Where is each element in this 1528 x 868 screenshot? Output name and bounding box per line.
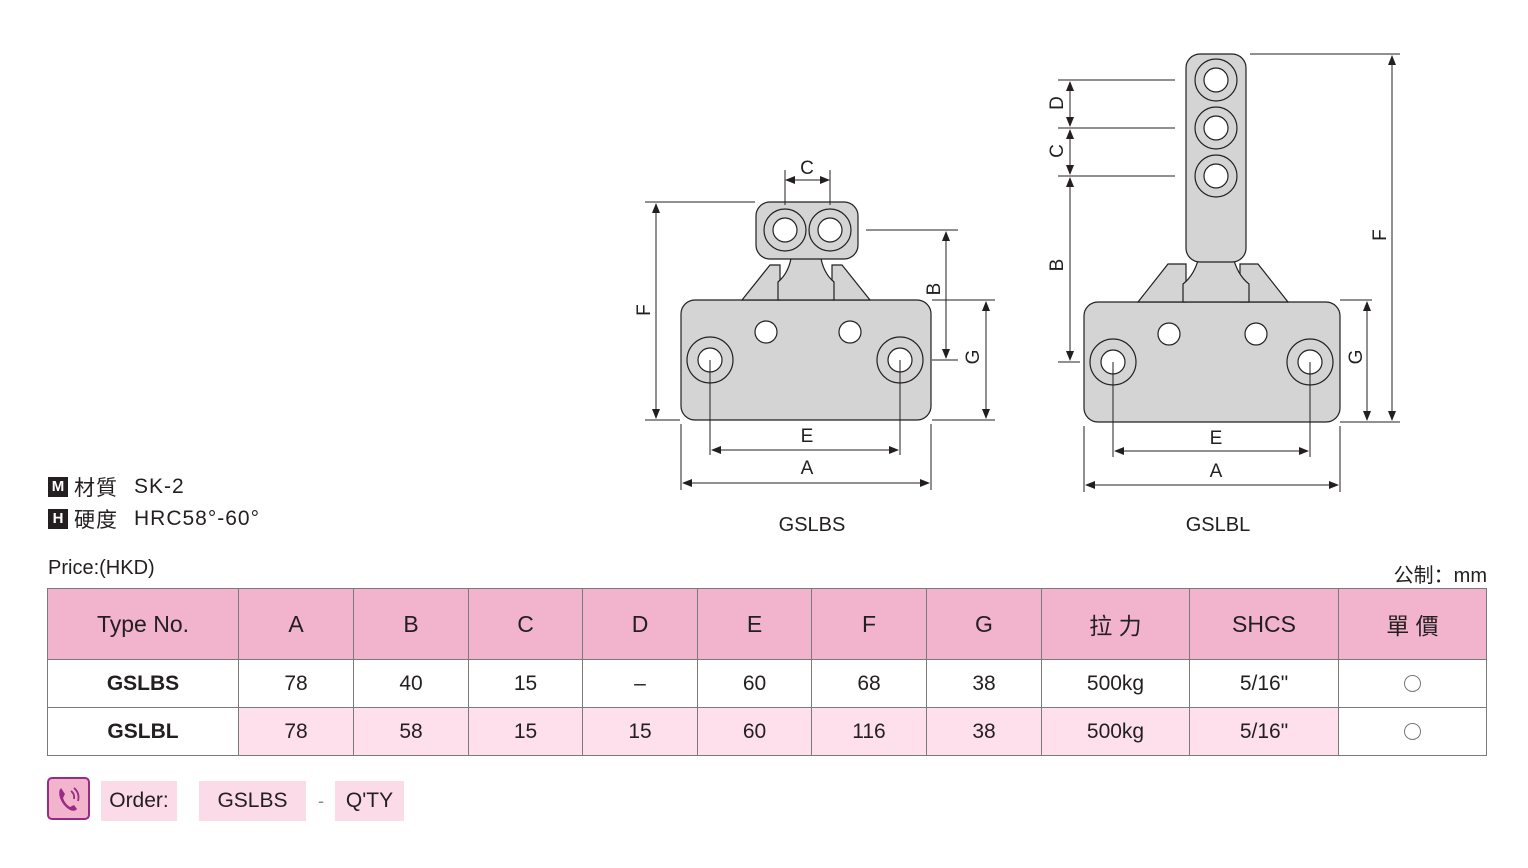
cell-g: 38 bbox=[926, 707, 1042, 756]
cell-g: 38 bbox=[926, 659, 1042, 708]
header-g: G bbox=[926, 588, 1042, 660]
gslbl-drawing-title: GSLBL bbox=[1186, 514, 1250, 536]
cell-f: 116 bbox=[811, 707, 927, 756]
gslbs-dimensions bbox=[645, 170, 995, 490]
price-circle-icon bbox=[1404, 723, 1421, 741]
price-circle-icon bbox=[1404, 675, 1421, 693]
gslbs-drawing-title: GSLBS bbox=[779, 514, 846, 536]
order-label: Order: bbox=[101, 781, 177, 821]
cell-shcs: 5/16" bbox=[1189, 707, 1339, 756]
gslbs-drawing bbox=[680, 201, 932, 421]
gslbl-dimensions bbox=[1058, 53, 1400, 492]
spec-table: Type No. A B C D E F G 拉 力 SHCS 單 價 GSLB… bbox=[47, 588, 1487, 756]
header-shcs: SHCS bbox=[1189, 588, 1339, 660]
header-unit-price: 單 價 bbox=[1338, 588, 1487, 660]
price-label: Price:(HKD) bbox=[48, 557, 155, 579]
gslbs-dim-a: A bbox=[801, 458, 814, 479]
header-force: 拉 力 bbox=[1041, 588, 1190, 660]
gslbl-dim-b: B bbox=[1047, 259, 1068, 272]
hardness-spec: H 硬度 HRC58°-60° bbox=[48, 504, 260, 534]
hardness-badge: H bbox=[48, 509, 68, 529]
phone-icon[interactable] bbox=[47, 777, 90, 820]
material-value: SK-2 bbox=[134, 475, 185, 498]
gslbl-dim-f: F bbox=[1370, 229, 1391, 241]
gslbs-dim-c: C bbox=[800, 158, 814, 179]
cell-b: 40 bbox=[353, 659, 469, 708]
cell-price bbox=[1338, 707, 1487, 756]
hardness-label: 硬度 bbox=[74, 509, 118, 532]
cell-d: – bbox=[582, 659, 698, 708]
cell-type: GSLBS bbox=[47, 659, 239, 708]
material-label: 材質 bbox=[74, 477, 118, 500]
order-qty[interactable]: Q'TY bbox=[335, 781, 404, 821]
header-a: A bbox=[238, 588, 354, 660]
technical-drawing: C E A F B G GSLBS bbox=[634, 53, 1400, 536]
material-badge: M bbox=[48, 477, 68, 497]
gslbs-dim-e: E bbox=[801, 426, 814, 447]
header-c: C bbox=[468, 588, 583, 660]
table-row: GSLBS 78 40 15 – 60 68 38 500kg 5/16" bbox=[47, 659, 1487, 708]
order-code: GSLBS bbox=[199, 781, 306, 821]
gslbl-dim-a: A bbox=[1210, 461, 1223, 482]
cell-shcs: 5/16" bbox=[1189, 659, 1339, 708]
gslbl-drawing bbox=[1083, 53, 1341, 423]
cell-a: 78 bbox=[238, 659, 354, 708]
gslbs-dim-f: F bbox=[634, 304, 655, 316]
cell-d: 15 bbox=[582, 707, 698, 756]
cell-f: 68 bbox=[811, 659, 927, 708]
cell-a: 78 bbox=[238, 707, 354, 756]
gslbl-dim-g: G bbox=[1346, 350, 1367, 365]
material-spec: M 材質 SK-2 bbox=[48, 472, 185, 502]
gslbs-dim-g: G bbox=[963, 350, 984, 365]
cell-force: 500kg bbox=[1041, 659, 1190, 708]
unit-label: 公制：mm bbox=[1393, 565, 1487, 587]
header-e: E bbox=[697, 588, 812, 660]
header-b: B bbox=[353, 588, 469, 660]
header-d: D bbox=[582, 588, 698, 660]
hardness-value: HRC58°-60° bbox=[134, 507, 261, 530]
gslbl-dim-d: D bbox=[1047, 96, 1068, 110]
cell-c: 15 bbox=[468, 659, 583, 708]
gslbs-dim-b: B bbox=[924, 283, 945, 296]
cell-force: 500kg bbox=[1041, 707, 1190, 756]
cell-type: GSLBL bbox=[47, 707, 239, 756]
cell-price bbox=[1338, 659, 1487, 708]
table-row: GSLBL 78 58 15 15 60 116 38 500kg 5/16" bbox=[47, 707, 1487, 756]
cell-c: 15 bbox=[468, 707, 583, 756]
phone-icon-glyph bbox=[59, 787, 80, 811]
cell-b: 58 bbox=[353, 707, 469, 756]
header-type-no: Type No. bbox=[47, 588, 239, 660]
order-separator: - bbox=[318, 791, 324, 811]
gslbl-dim-c: C bbox=[1047, 144, 1068, 158]
cell-e: 60 bbox=[697, 707, 812, 756]
cell-e: 60 bbox=[697, 659, 812, 708]
gslbl-dim-e: E bbox=[1210, 428, 1223, 449]
header-f: F bbox=[811, 588, 927, 660]
table-header-row: Type No. A B C D E F G 拉 力 SHCS 單 價 bbox=[47, 588, 1487, 660]
